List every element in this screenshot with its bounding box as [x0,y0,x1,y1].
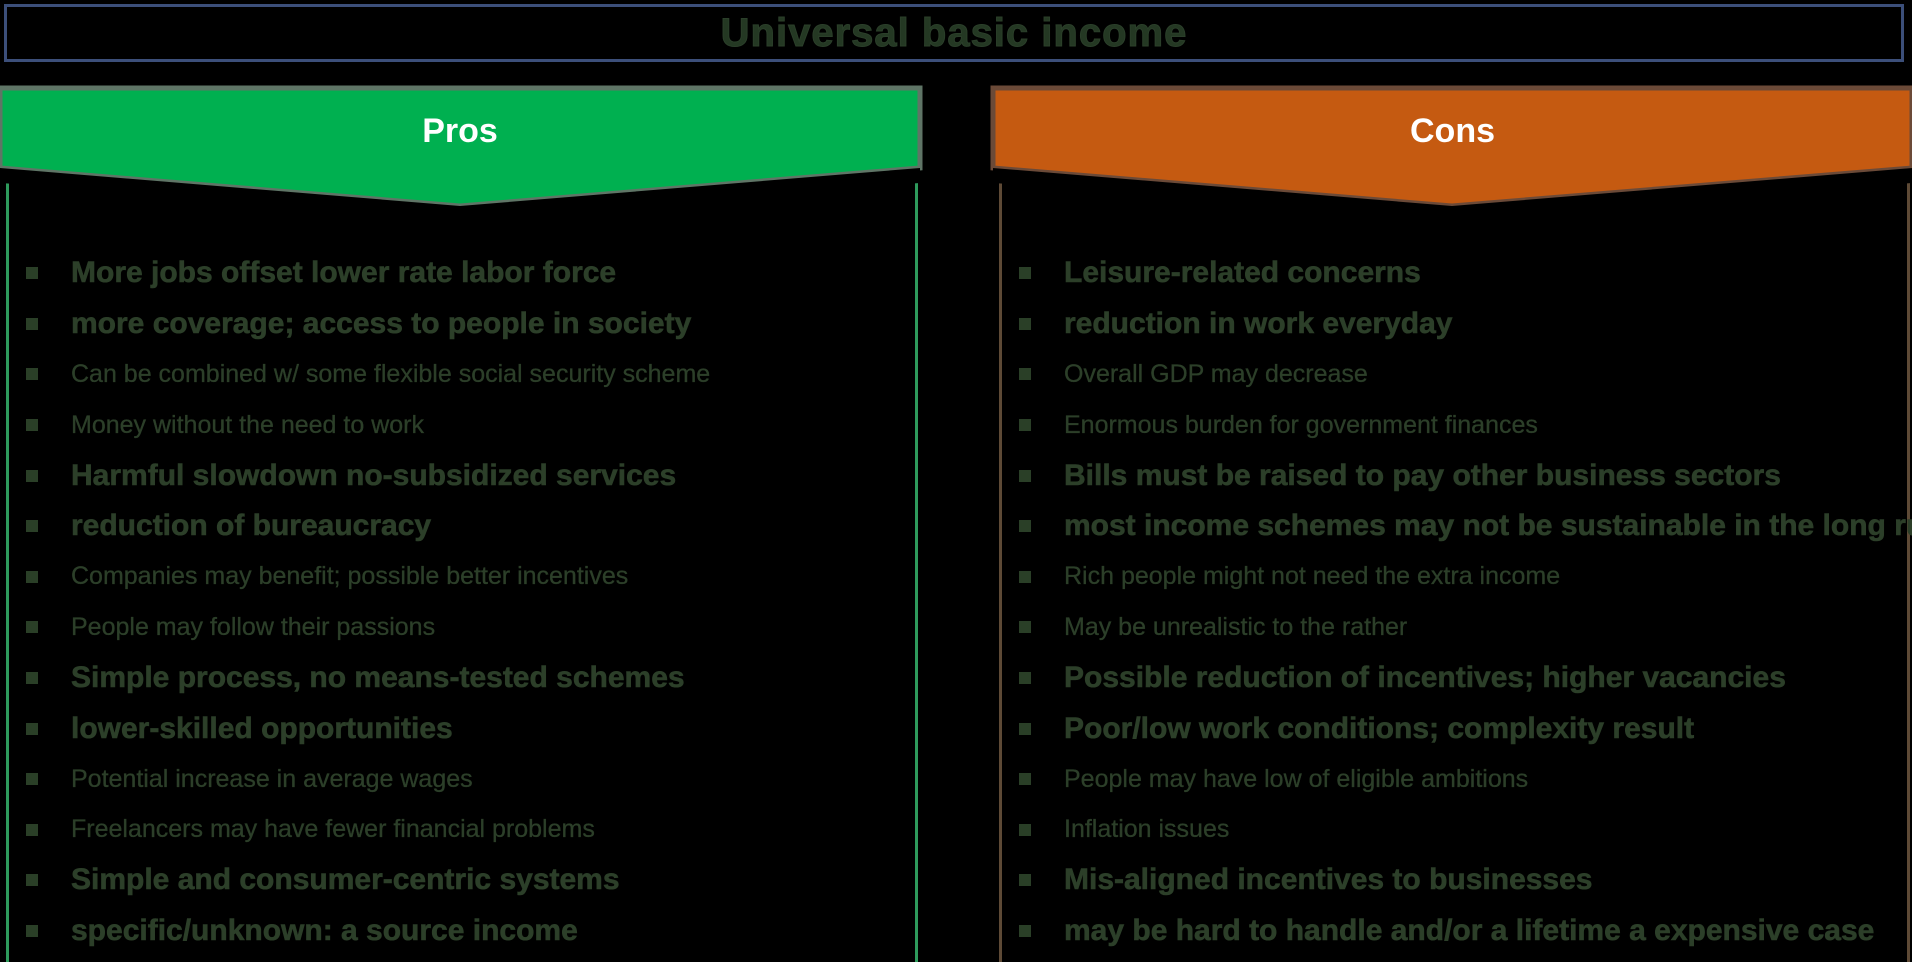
pros-item-text: Freelancers may have fewer financial pro… [71,815,595,844]
pros-item-text: specific/unknown: a source income [71,914,578,948]
bullet-icon [26,874,38,887]
cons-list: Leisure-related concerns reduction in wo… [993,248,1912,956]
bullet-icon [26,722,38,735]
cons-list-item: Enormous burden for government finances [993,400,1912,451]
cons-item-text: most income schemes may not be sustainab… [1064,509,1912,543]
bullet-icon [26,368,38,381]
bullet-icon [1019,672,1031,685]
pros-header-label: Pros [422,112,498,150]
bullet-icon [1019,722,1031,735]
bullet-icon [1019,621,1031,634]
bullet-icon [1019,520,1031,533]
pros-list-item: lower-skilled opportunities [0,703,920,754]
cons-list-item: Possible reduction of incentives; higher… [993,653,1912,704]
cons-list-item: Mis-aligned incentives to businesses [993,855,1912,906]
cons-header-label: Cons [1410,112,1495,150]
cons-list-item: Bills must be raised to pay other busine… [993,450,1912,501]
cons-item-text: Mis-aligned incentives to businesses [1064,863,1593,897]
cons-item-text: may be hard to handle and/or a lifetime … [1064,914,1875,948]
bullet-icon [26,469,38,482]
pros-list-item: Simple and consumer-centric systems [0,855,920,906]
bullet-icon [1019,823,1031,836]
pros-list-item: People may follow their passions [0,602,920,653]
bullet-icon [26,823,38,836]
cons-item-text: Possible reduction of incentives; higher… [1064,661,1786,695]
pros-list-item: more coverage; access to people in socie… [0,299,920,350]
cons-header-shape [990,85,1912,212]
pros-item-text: reduction of bureaucracy [71,509,432,543]
cons-list-item: Overall GDP may decrease [993,349,1912,400]
title-box: Universal basic income [4,4,1904,62]
pros-list-item: Companies may benefit; possible better i… [0,552,920,603]
pros-list-item: Can be combined w/ some flexible social … [0,349,920,400]
cons-item-text: reduction in work everyday [1064,306,1453,341]
pros-list-item: Money without the need to work [0,400,920,451]
pros-list-item: Simple process, no means-tested schemes [0,653,920,704]
bullet-icon [26,419,38,432]
cons-item-text: People may have low of eligible ambition… [1064,764,1529,793]
pros-list: More jobs offset lower rate labor force … [0,248,920,956]
bullet-icon [1019,469,1031,482]
bullet-icon [1019,419,1031,432]
cons-list-item: Inflation issues [993,805,1912,856]
bullet-icon [26,672,38,685]
pros-column: Pros More jobs offset lower rate labor f… [0,85,923,962]
pros-header-shape [0,85,923,212]
bullet-icon [1019,368,1031,381]
pros-item-text: more coverage; access to people in socie… [71,306,692,341]
cons-list-item: Rich people might not need the extra inc… [993,552,1912,603]
bullet-icon [1019,267,1031,280]
pros-item-text: Simple and consumer-centric systems [71,863,620,897]
cons-list-item: Poor/low work conditions; complexity res… [993,703,1912,754]
pros-list-item: specific/unknown: a source income [0,906,920,957]
cons-list-item: People may have low of eligible ambition… [993,754,1912,805]
cons-list-item: most income schemes may not be sustainab… [993,501,1912,552]
pros-item-text: Potential increase in average wages [71,764,473,793]
bullet-icon [26,520,38,533]
cons-list-item: Leisure-related concerns [993,248,1912,299]
pros-item-text: Companies may benefit; possible better i… [71,562,629,591]
bullet-icon [26,570,38,583]
bullet-icon [1019,773,1031,786]
bullet-icon [26,267,38,280]
cons-item-text: Rich people might not need the extra inc… [1064,562,1561,591]
bullet-icon [1019,317,1031,330]
cons-item-text: Leisure-related concerns [1064,256,1421,290]
pros-list-item: Freelancers may have fewer financial pro… [0,805,920,856]
cons-item-text: May be unrealistic to the rather [1064,612,1408,641]
cons-list-item: May be unrealistic to the rather [993,602,1912,653]
pros-item-text: Money without the need to work [71,410,424,439]
pros-item-text: More jobs offset lower rate labor force [71,256,617,290]
cons-item-text: Inflation issues [1064,815,1230,844]
diagram-title: Universal basic income [720,10,1188,55]
bullet-icon [26,773,38,786]
pros-list-item: Potential increase in average wages [0,754,920,805]
bullet-icon [26,317,38,330]
pros-item-text: Simple process, no means-tested schemes [71,661,685,695]
bullet-icon [26,925,38,938]
bullet-icon [26,621,38,634]
pros-list-item: Harmful slowdown no-subsidized services [0,450,920,501]
cons-list-item: reduction in work everyday [993,299,1912,350]
cons-item-text: Poor/low work conditions; complexity res… [1064,711,1695,745]
pros-list-item: reduction of bureaucracy [0,501,920,552]
cons-item-text: Bills must be raised to pay other busine… [1064,458,1782,492]
bullet-icon [1019,925,1031,938]
cons-item-text: Enormous burden for government finances [1064,410,1538,439]
bullet-icon [1019,570,1031,583]
pros-item-text: People may follow their passions [71,612,436,641]
pros-item-text: Harmful slowdown no-subsidized services [71,458,677,492]
bullet-icon [1019,874,1031,887]
cons-item-text: Overall GDP may decrease [1064,359,1368,388]
cons-column: Cons Leisure-related concerns reduction … [990,85,1912,962]
pros-item-text: lower-skilled opportunities [71,711,453,745]
pros-item-text: Can be combined w/ some flexible social … [71,359,711,388]
pros-list-item: More jobs offset lower rate labor force [0,248,920,299]
cons-list-item: may be hard to handle and/or a lifetime … [993,906,1912,957]
